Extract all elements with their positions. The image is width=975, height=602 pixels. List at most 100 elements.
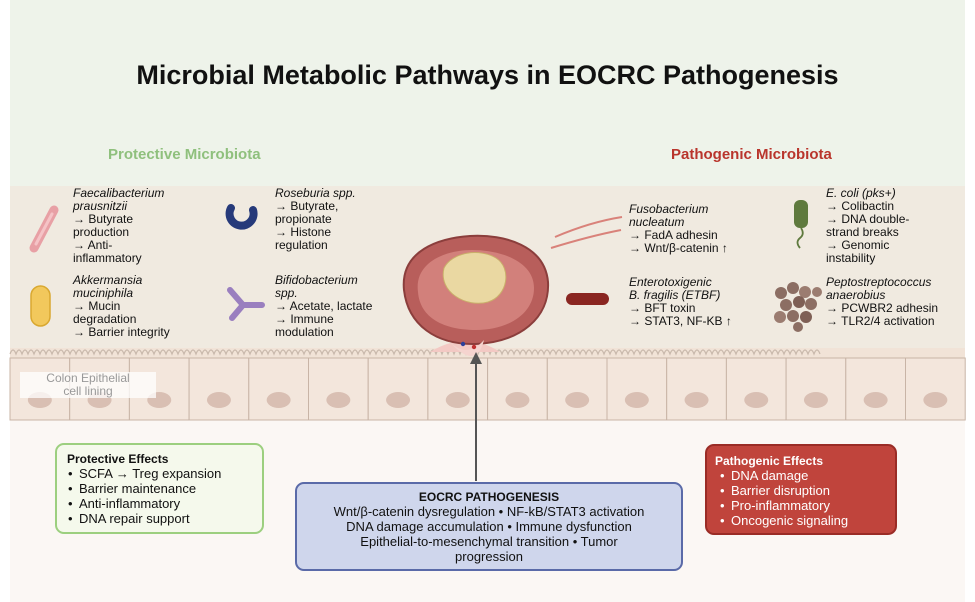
species-name: Fusobacterium [629, 202, 709, 216]
species-effect: propionate [275, 212, 332, 226]
species-effect: modulation [275, 325, 334, 339]
protective-effects-title: Protective Effects [67, 452, 169, 466]
epithelial-cell [905, 357, 966, 421]
cell-nucleus [565, 392, 590, 408]
species-effect: → Anti- [73, 238, 113, 252]
eocrc-line: Wnt/β-catenin dysregulation • NF-kB/STAT… [333, 504, 645, 519]
protective-effect-item: Anti-inflammatory [68, 496, 262, 511]
species-effect: regulation [275, 238, 328, 252]
cell-nucleus [505, 392, 530, 408]
species-effect: → Mucin [73, 299, 121, 313]
species-name: Faecalibacterium [73, 186, 165, 200]
cell-nucleus [803, 392, 828, 408]
pathogenic-effects-title: Pathogenic Effects [715, 454, 824, 468]
species-effect: → Colibactin [826, 199, 895, 213]
species-faecalibacterium: Faecalibacterium prausnitzii → Butyrate … [73, 187, 164, 265]
species-effect: → Wnt/β-catenin ↑ [629, 241, 728, 255]
species-name: prausnitzii [73, 199, 128, 213]
eocrc-pathogenesis-title: EOCRC PATHOGENESIS [418, 490, 560, 504]
cell-nucleus [326, 392, 351, 408]
species-effect: → PCWBR2 adhesin [826, 301, 939, 315]
species-bifidobacterium: Bifidobacterium spp. → Acetate, lactate … [275, 274, 372, 339]
eocrc-line: Epithelial-to-mesenchymal transition • T… [360, 534, 618, 549]
species-effect: → Genomic [826, 238, 890, 252]
epithelial-cell [487, 357, 548, 421]
epithelium-label: Colon Epithelial cell lining [20, 372, 156, 398]
species-name: nucleatum [629, 215, 685, 229]
species-effect: → Barrier integrity [73, 325, 170, 339]
species-name: Peptostreptococcus [826, 275, 932, 289]
cell-nucleus [266, 392, 291, 408]
cell-nucleus [863, 392, 888, 408]
eocrc-line: progression [455, 549, 523, 564]
species-effect: → STAT3, NF-KB ↑ [629, 314, 732, 328]
epithelial-cell [308, 357, 369, 421]
species-effect: strand breaks [826, 225, 899, 239]
pathogenic-microbiota-header: Pathogenic Microbiota [671, 146, 832, 163]
eocrc-pathogenesis-box: EOCRC PATHOGENESIS Wnt/β-catenin dysregu… [295, 482, 683, 571]
epithelial-cell [367, 357, 429, 421]
species-peptostreptococcus: Peptostreptococcus anaerobius → PCWBR2 a… [826, 276, 938, 328]
top-background [10, 0, 965, 190]
species-effect: → BFT toxin [629, 301, 696, 315]
species-effect: inflammatory [73, 251, 142, 265]
species-effect: → Butyrate [73, 212, 134, 226]
species-fusobacterium: Fusobacterium nucleatum → FadA adhesin →… [629, 203, 728, 255]
epithelial-cell [248, 357, 310, 421]
species-effect: → Butyrate, [275, 199, 339, 213]
diagram-title: Microbial Metabolic Pathways in EOCRC Pa… [136, 60, 839, 90]
species-effect: → FadA adhesin [629, 228, 718, 242]
species-effect: production [73, 225, 130, 239]
cell-nucleus [206, 392, 231, 408]
cell-nucleus [744, 392, 769, 408]
species-effect: → DNA double- [826, 212, 910, 226]
epithelial-cell [427, 357, 489, 421]
species-effect: → Acetate, lactate [275, 299, 373, 313]
pathogenesis-arrow [470, 352, 482, 481]
species-name: spp. [275, 286, 298, 300]
epithelium-label-line: Colon Epithelial [46, 371, 130, 385]
cell-nucleus [445, 392, 470, 408]
blue-curved-bacterium-icon [225, 204, 258, 230]
protective-microbiota-header: Protective Microbiota [108, 146, 261, 163]
species-ecoli: E. coli (pks+) → Colibactin → DNA double… [826, 187, 909, 265]
pathogenic-effect-item: Oncogenic signaling [720, 513, 895, 528]
red-filament-bacteria-icon [550, 216, 623, 249]
species-name: Roseburia spp. [275, 186, 356, 200]
pathogenic-effect-item: DNA damage [720, 468, 895, 483]
epithelial-cell [785, 357, 847, 421]
protective-effects-box: Protective Effects SCFA → Treg expansion… [55, 443, 264, 534]
species-effect: instability [826, 251, 876, 265]
brown-cocci-cluster-icon [774, 282, 822, 332]
cell-nucleus [923, 392, 948, 408]
epithelial-cell [666, 357, 727, 421]
species-etbf: Enterotoxigenic B. fragilis (ETBF) → BFT… [629, 276, 732, 328]
species-effect: → Histone [275, 225, 332, 239]
species-roseburia: Roseburia spp. → Butyrate, propionate → … [275, 187, 356, 252]
epithelial-cell [606, 357, 668, 421]
epithelial-cell [546, 357, 608, 421]
pathogenic-effect-item: Pro-inflammatory [720, 498, 895, 513]
epithelial-cell [725, 357, 787, 421]
polyp-tumor-icon [402, 234, 550, 356]
species-akkermansia: Akkermansia muciniphila → Mucin degradat… [73, 274, 170, 339]
species-name: muciniphila [73, 286, 134, 300]
species-name: anaerobius [826, 288, 886, 302]
green-flagellated-bacterium-icon [794, 200, 808, 249]
yellow-oval-bacterium-icon [30, 285, 51, 327]
eocrc-line: DNA damage accumulation • Immune dysfunc… [346, 519, 632, 534]
species-name: E. coli (pks+) [826, 186, 896, 200]
protective-effect-item: DNA repair support [68, 511, 262, 526]
species-name: Akkermansia [73, 273, 143, 287]
purple-branched-bacterium-icon [227, 287, 265, 321]
species-effect: → TLR2/4 activation [826, 314, 935, 328]
species-effect: degradation [73, 312, 137, 326]
pathogenic-effects-box: Pathogenic Effects DNA damage Barrier di… [705, 444, 897, 535]
species-name: Bifidobacterium [275, 273, 358, 287]
species-effect: → Immune [275, 312, 334, 326]
pathogenic-effect-item: Barrier disruption [720, 483, 895, 498]
protective-effect-item: SCFA → Treg expansion [68, 466, 262, 481]
epithelial-cell [845, 357, 906, 421]
protective-effect-item: Barrier maintenance [68, 481, 262, 496]
